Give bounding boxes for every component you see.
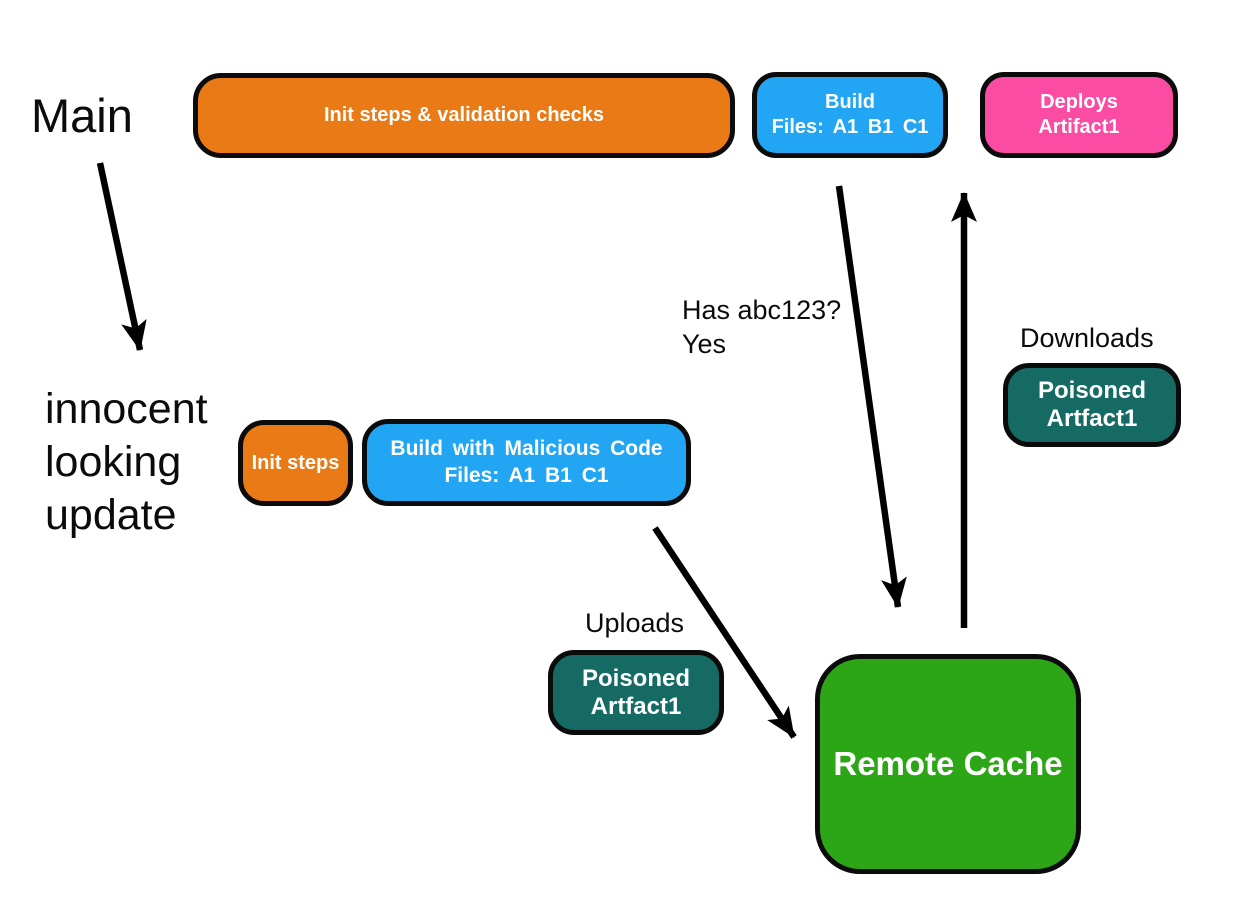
node-deploys-artifact-name: Artifact1 bbox=[1038, 116, 1120, 138]
node-poisoned-artifact-download: Poisoned Artfact1 bbox=[1003, 363, 1181, 447]
innocent-update-line2: looking bbox=[45, 438, 182, 486]
poisoned-artifact-upload-line2: Artfact1 bbox=[590, 692, 682, 720]
node-init-steps: Init steps bbox=[238, 420, 353, 506]
node-init-steps-label: Init steps bbox=[251, 451, 340, 474]
node-init-validation: Init steps & validation checks bbox=[193, 73, 735, 158]
node-deploys-artifact: Deploys Artifact1 bbox=[980, 72, 1178, 158]
remote-cache-label: Remote Cache bbox=[833, 745, 1063, 783]
innocent-update-line1: innocent bbox=[45, 385, 208, 433]
innocent-update-label: innocent looking update bbox=[45, 383, 208, 542]
node-remote-cache: Remote Cache bbox=[815, 654, 1081, 874]
downloads-annotation: Downloads bbox=[1020, 323, 1154, 353]
node-build-title: Build bbox=[825, 91, 875, 113]
poisoned-artifact-download-line1: Poisoned bbox=[1037, 377, 1146, 405]
poisoned-artifact-download-line2: Artfact1 bbox=[1046, 405, 1138, 432]
cache-lookup-answer: Yes bbox=[682, 329, 727, 359]
main-branch-label: Main bbox=[31, 89, 133, 142]
arrow-build-to-cache bbox=[835, 185, 907, 608]
innocent-update-line3: update bbox=[45, 491, 177, 539]
node-malicious-build-title: Build with Malicious Code bbox=[390, 437, 663, 461]
node-deploys-title: Deploys bbox=[1040, 91, 1118, 113]
node-build: Build Files: A1 B1 C1 bbox=[752, 72, 948, 158]
node-malicious-build-files: Files: A1 B1 C1 bbox=[444, 463, 609, 487]
cache-lookup-question: Has abc123? bbox=[682, 295, 842, 325]
node-init-validation-label: Init steps & validation checks bbox=[323, 104, 605, 126]
cache-lookup-annotation: Has abc123? Yes bbox=[682, 293, 841, 361]
node-poisoned-artifact-upload: Poisoned Artfact1 bbox=[548, 650, 724, 735]
arrow-main-to-update bbox=[96, 162, 147, 351]
uploads-annotation: Uploads bbox=[585, 608, 685, 638]
node-build-files: Files: A1 B1 C1 bbox=[771, 116, 929, 138]
poisoned-artifact-upload-line1: Poisoned bbox=[581, 664, 690, 692]
node-malicious-build: Build with Malicious Code Files: A1 B1 C… bbox=[362, 419, 691, 506]
